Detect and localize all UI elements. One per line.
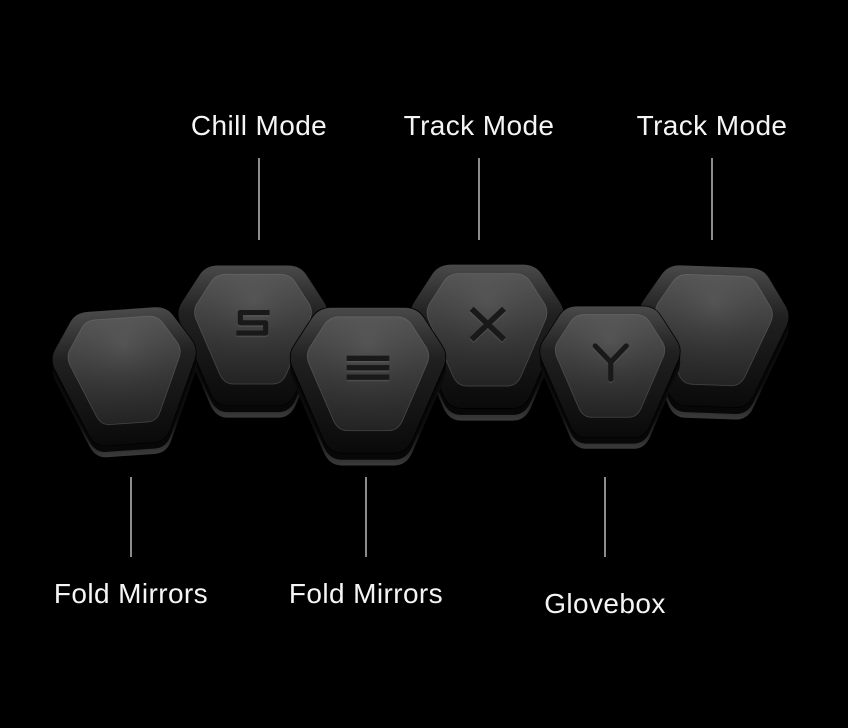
button-model-x[interactable]: [406, 261, 568, 423]
model-y-logo-icon: [592, 343, 629, 384]
annotation-label: Track Mode: [403, 110, 555, 141]
model-s-logo-icon: [236, 309, 270, 338]
connector-line: [365, 477, 367, 557]
button-model-s[interactable]: [174, 262, 332, 420]
annotation-label: Chill Mode: [190, 110, 328, 141]
key-shape: [48, 303, 204, 461]
key-shape: [409, 263, 565, 421]
annotation-label: Track Mode: [636, 110, 788, 141]
connector-line: [711, 158, 713, 240]
connector-line: [604, 477, 606, 557]
button-blank-left[interactable]: [45, 301, 207, 463]
annotation-label: Glovebox: [544, 588, 666, 619]
key-shape: [177, 264, 329, 418]
key-shape: [539, 305, 681, 449]
button-model-3[interactable]: [286, 304, 450, 468]
connector-line: [258, 158, 260, 240]
annotation-label: Fold Mirrors: [53, 578, 209, 609]
annotation-label: Fold Mirrors: [288, 578, 444, 609]
model-3-logo-icon: [346, 355, 390, 382]
connector-line: [130, 477, 132, 557]
button-model-y[interactable]: [536, 303, 684, 451]
connector-line: [478, 158, 480, 240]
model-x-logo-icon: [469, 306, 506, 344]
key-shape: [289, 306, 447, 466]
